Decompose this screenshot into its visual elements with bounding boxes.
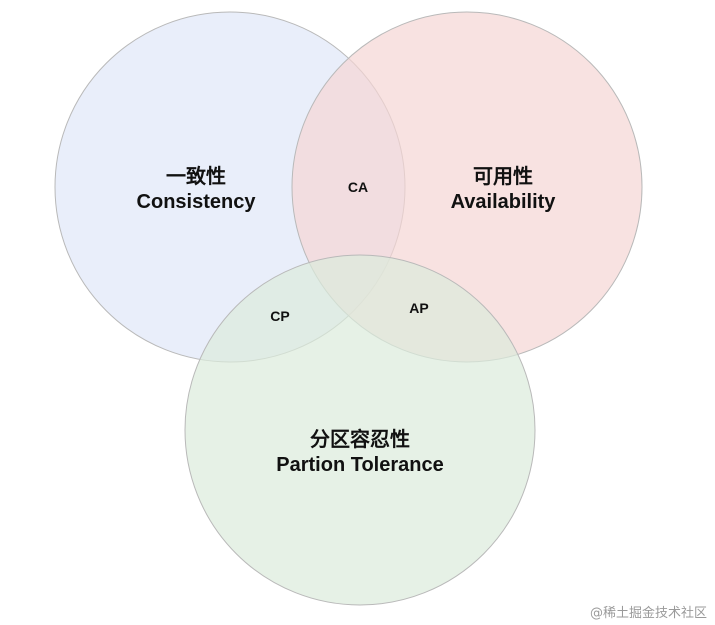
partition-label-en: Partion Tolerance <box>276 454 443 476</box>
circle-group <box>54 11 643 606</box>
partition-label-cn: 分区容忍性 <box>310 427 410 451</box>
circle-partition-tolerance <box>184 254 536 606</box>
consistency-label-cn: 一致性 <box>166 164 226 188</box>
intersection-ca-label: CA <box>348 179 368 195</box>
intersection-cp-label: CP <box>270 308 289 324</box>
availability-label-en: Availability <box>451 191 557 213</box>
consistency-label-en: Consistency <box>137 191 257 213</box>
circle-labels: 一致性 Consistency 可用性 Availability 分区容忍性 P… <box>137 164 557 476</box>
intersection-ap-label: AP <box>409 300 428 316</box>
watermark-text: @稀土掘金技术社区 <box>589 606 707 621</box>
intersection-labels: CA CP AP <box>270 179 428 324</box>
availability-label-cn: 可用性 <box>473 164 533 188</box>
